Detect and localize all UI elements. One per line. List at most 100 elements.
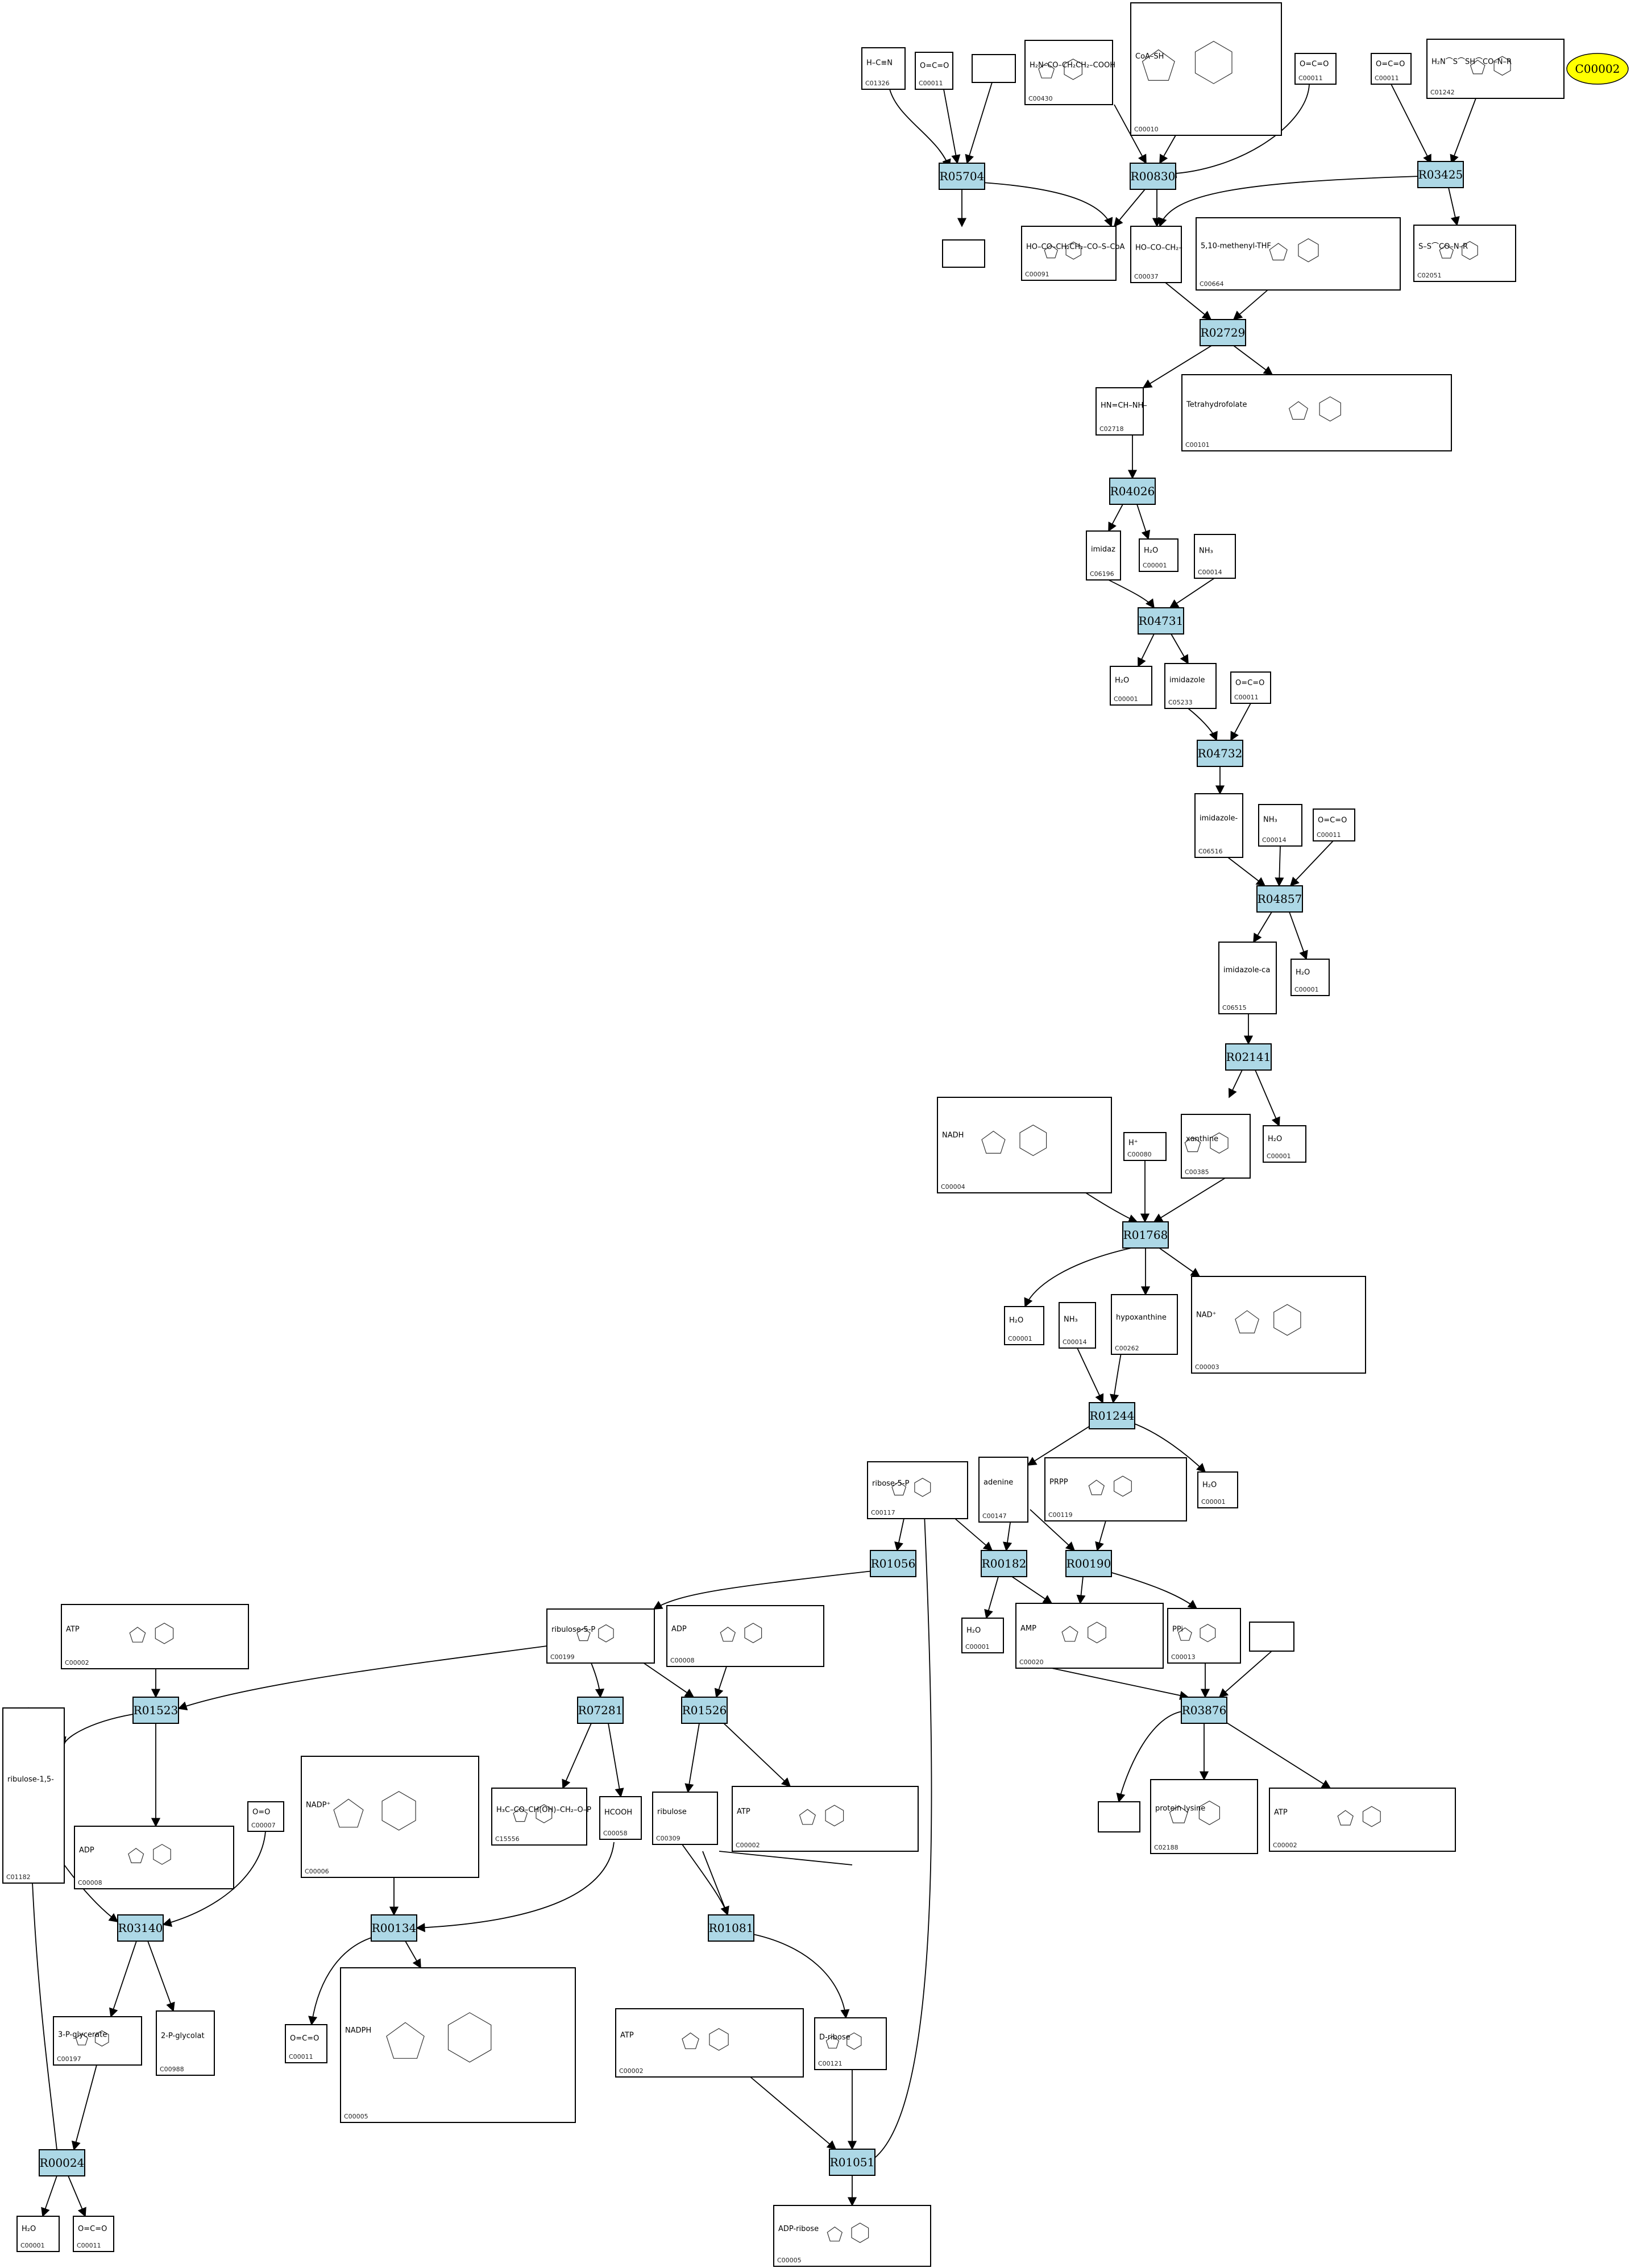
reaction-node[interactable]: R00024 bbox=[39, 2149, 85, 2176]
reaction-node[interactable]: R02141 bbox=[1225, 1043, 1272, 1071]
reaction-node[interactable]: R04857 bbox=[1256, 885, 1303, 913]
compound-id: C00121 bbox=[818, 2060, 843, 2067]
compound-box bbox=[491, 1788, 587, 1846]
reaction-node[interactable]: R01056 bbox=[870, 1550, 916, 1577]
reaction-node[interactable]: R00182 bbox=[981, 1550, 1027, 1577]
reaction-node[interactable]: R05704 bbox=[939, 163, 985, 190]
reaction-node[interactable]: R00134 bbox=[371, 1914, 417, 1942]
compound-structure-text: O=C=O bbox=[1235, 679, 1264, 687]
reaction-node[interactable]: R01081 bbox=[708, 1914, 754, 1942]
reaction-node[interactable]: R01523 bbox=[132, 1697, 179, 1724]
reaction-box bbox=[1130, 163, 1176, 190]
compound-box bbox=[915, 52, 953, 90]
compound-node[interactable] bbox=[1249, 1622, 1294, 1652]
reaction-node[interactable]: R03876 bbox=[1181, 1697, 1227, 1724]
reaction-node[interactable]: R02729 bbox=[1200, 319, 1246, 346]
compound-node[interactable] bbox=[972, 54, 1016, 83]
reaction-node[interactable]: R07281 bbox=[577, 1697, 624, 1724]
reaction-node[interactable]: R00830 bbox=[1130, 163, 1176, 190]
compound-node[interactable]: H⁺C00080 bbox=[1123, 1132, 1167, 1161]
compound-node[interactable]: HO–CO–CH₂–C00037 bbox=[1130, 226, 1182, 283]
reaction-node[interactable]: R01244 bbox=[1089, 1402, 1135, 1429]
compound-id: C00014 bbox=[1262, 836, 1287, 844]
compound-node[interactable]: NAD⁺C00003 bbox=[1191, 1276, 1366, 1374]
reaction-node[interactable]: R01051 bbox=[829, 2149, 875, 2176]
compound-node[interactable]: ribulose-1,5-C01182 bbox=[2, 1707, 65, 1884]
reaction-node[interactable]: R04731 bbox=[1138, 607, 1184, 635]
compound-node[interactable]: NADP⁺C00006 bbox=[301, 1756, 479, 1878]
reaction-node[interactable]: R04026 bbox=[1109, 478, 1156, 505]
reaction-node[interactable]: R04732 bbox=[1197, 740, 1243, 767]
compound-structure-text: H₂N⌒S⌒SH⌒CO–N–R bbox=[1431, 58, 1512, 67]
highlighted-compound-node[interactable]: C00002 bbox=[1566, 53, 1629, 85]
reaction-id: R02141 bbox=[1226, 1050, 1271, 1064]
compound-node[interactable]: HN=CH–NH–C02718 bbox=[1095, 387, 1147, 436]
reaction-node[interactable]: R03425 bbox=[1417, 161, 1464, 188]
reaction-node[interactable]: R00190 bbox=[1065, 1550, 1112, 1577]
reaction-edge bbox=[1391, 84, 1431, 164]
reaction-node[interactable]: R01526 bbox=[681, 1697, 728, 1724]
reaction-node[interactable]: R03140 bbox=[117, 1914, 164, 1942]
compound-id: C00101 bbox=[1185, 441, 1210, 449]
compound-node[interactable] bbox=[1098, 1801, 1140, 1832]
reaction-node[interactable]: R01768 bbox=[1122, 1221, 1169, 1249]
compound-node[interactable] bbox=[942, 239, 985, 268]
compound-node[interactable]: imidazole-C06516 bbox=[1194, 793, 1243, 858]
compound-id: C00091 bbox=[1025, 271, 1049, 278]
